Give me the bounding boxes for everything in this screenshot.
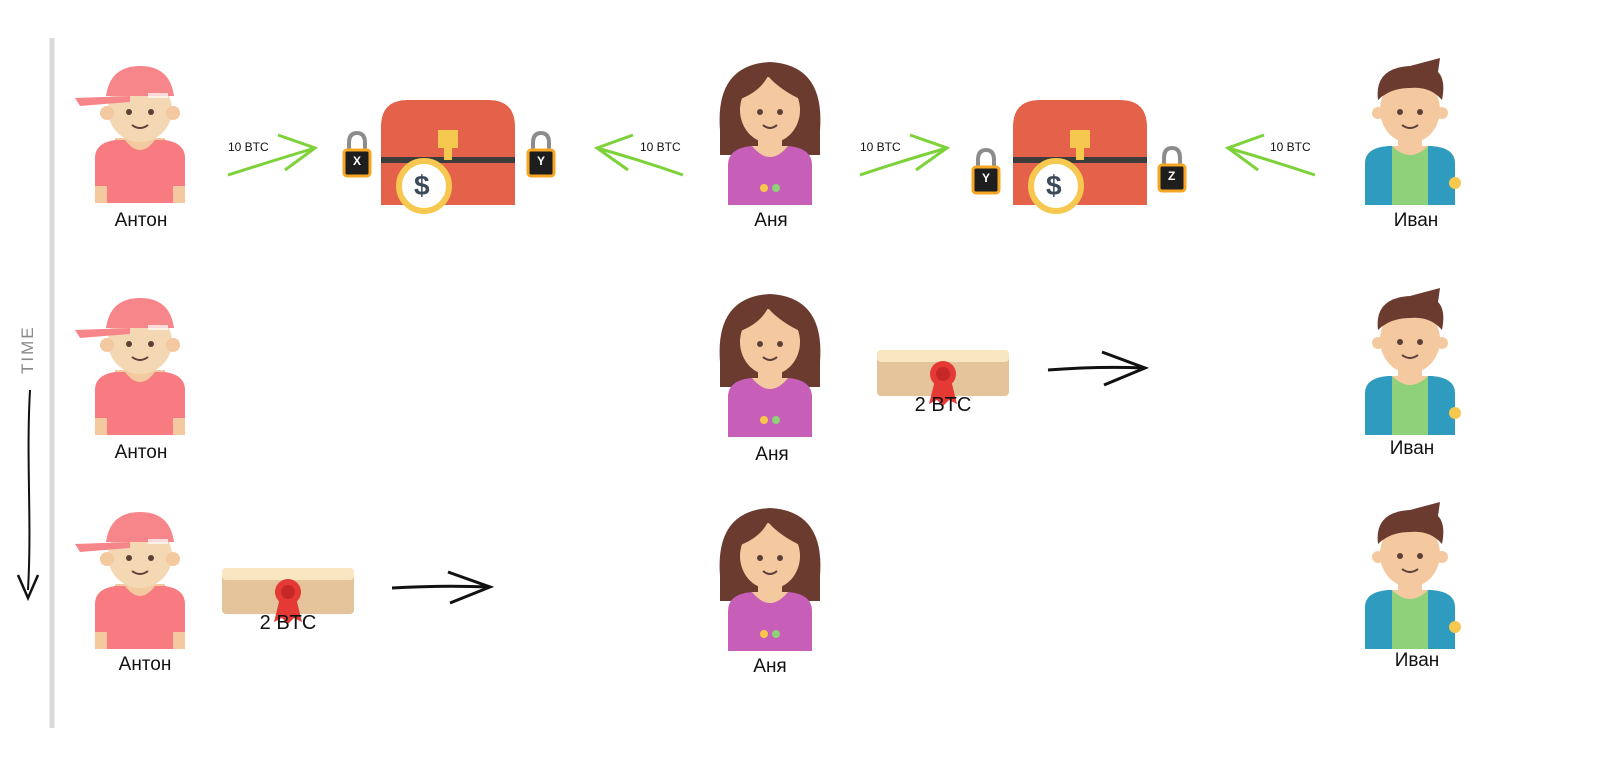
anya-name-row3: Аня: [753, 656, 787, 677]
anya-avatar-row3: [718, 507, 822, 652]
green-arrow-anya-right: [859, 133, 951, 177]
ivan-avatar-row2: [1364, 287, 1462, 436]
anton-name-row1: Антон: [114, 210, 168, 231]
coin-right-symbol: $: [1046, 170, 1062, 201]
time-arrow-shaft: [27, 389, 31, 591]
anya-avatar-row2: [718, 293, 822, 438]
ivan-avatar-row1: [1364, 57, 1462, 206]
anton-avatar-row3: [74, 511, 186, 650]
payment-label-row3: 2 BTC: [259, 612, 317, 634]
anya-avatar-row1: [718, 61, 822, 206]
anton-avatar-row1: [74, 65, 186, 204]
coin-left-symbol: $: [414, 170, 430, 201]
time-arrow-head: [16, 574, 40, 602]
anya-name-row2: Аня: [755, 444, 789, 465]
black-arrow-row2: [1047, 350, 1150, 387]
ivan-name-row2: Иван: [1389, 438, 1435, 459]
anton-avatar-row2: [74, 297, 186, 436]
green-arrow-anya-left: [593, 133, 684, 177]
anya-name-row1: Аня: [754, 210, 788, 231]
coin-right: [1028, 158, 1084, 214]
lock-z-label: Z: [1168, 169, 1176, 183]
anton-amount-label: 10 BTC: [228, 140, 269, 154]
ivan-avatar-row3: [1364, 501, 1462, 650]
anton-name-row2: Антон: [114, 442, 168, 463]
anton-name-row3: Антон: [118, 654, 172, 675]
coin-left: [396, 158, 452, 214]
lock-y-left-label: Y: [537, 154, 546, 168]
black-arrow-row3: [391, 570, 495, 605]
ivan-name-row1: Иван: [1393, 210, 1439, 231]
anya-left-amount-label: 10 BTC: [640, 140, 681, 154]
ivan-name-row3: Иван: [1394, 650, 1440, 671]
lock-y-right-label: Y: [982, 171, 991, 185]
time-label: TIME: [18, 325, 37, 374]
payment-label-row2: 2 BTC: [914, 394, 972, 416]
anya-right-amount-label: 10 BTC: [860, 140, 901, 154]
ivan-amount-label: 10 BTC: [1270, 140, 1311, 154]
green-arrow-anton: [227, 133, 319, 177]
lock-x-label: X: [353, 154, 362, 168]
green-arrow-ivan: [1224, 133, 1316, 177]
